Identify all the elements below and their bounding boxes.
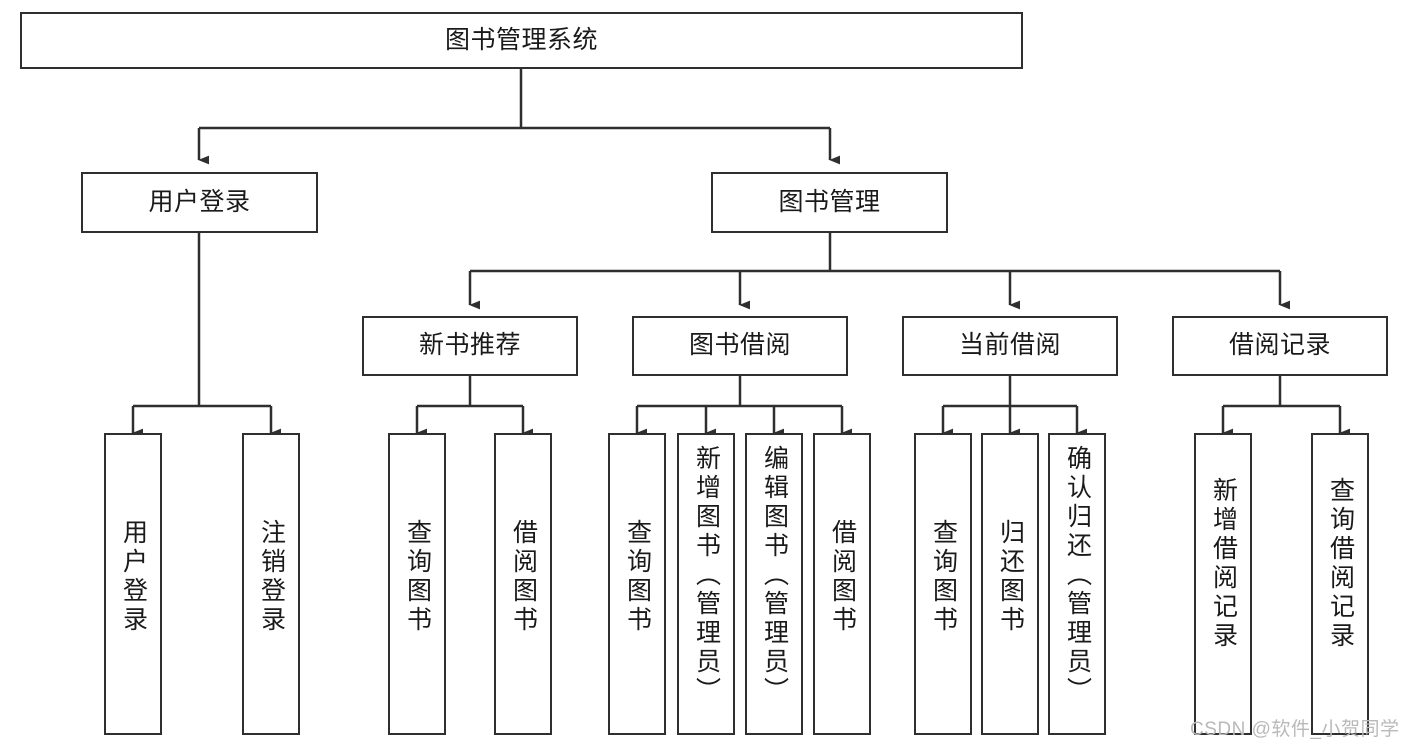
leaf-new-book-1-label: 查询图书 xyxy=(403,519,432,635)
leaf-user-login-2-label: 注销登录 xyxy=(257,519,286,635)
leaf-book-borrow-1-label: 查询图书 xyxy=(623,519,652,635)
leaf-book-borrow-2-label: 新增图书（管理员） xyxy=(692,445,721,706)
leaf-current-borrow-2-label: 归还图书 xyxy=(996,519,1025,635)
node-book-borrow[interactable]: 图书借阅 xyxy=(632,316,848,376)
node-book-manage[interactable]: 图书管理 xyxy=(711,172,948,233)
leaf-new-book-2[interactable]: 借阅图书 xyxy=(494,433,552,735)
leaf-book-borrow-2[interactable]: 新增图书（管理员） xyxy=(677,433,735,735)
leaf-new-book-2-label: 借阅图书 xyxy=(509,519,538,635)
node-current-borrow-label: 当前借阅 xyxy=(958,331,1061,360)
node-root[interactable]: 图书管理系统 xyxy=(20,12,1023,69)
node-book-manage-label: 图书管理 xyxy=(778,187,881,216)
leaf-borrow-record-1-label: 新增借阅记录 xyxy=(1209,477,1238,651)
node-new-book-recommend[interactable]: 新书推荐 xyxy=(362,316,578,376)
node-borrow-record[interactable]: 借阅记录 xyxy=(1172,316,1388,376)
leaf-current-borrow-3-label: 确认归还（管理员） xyxy=(1063,445,1092,706)
node-borrow-record-label: 借阅记录 xyxy=(1228,331,1331,360)
leaf-user-login-1[interactable]: 用户登录 xyxy=(104,433,162,735)
leaf-book-borrow-1[interactable]: 查询图书 xyxy=(608,433,666,735)
leaf-user-login-2[interactable]: 注销登录 xyxy=(242,433,300,735)
leaf-current-borrow-2[interactable]: 归还图书 xyxy=(981,433,1039,735)
leaf-borrow-record-2[interactable]: 查询借阅记录 xyxy=(1311,433,1369,735)
leaf-current-borrow-3[interactable]: 确认归还（管理员） xyxy=(1048,433,1106,735)
node-current-borrow[interactable]: 当前借阅 xyxy=(902,316,1118,376)
leaf-current-borrow-1-label: 查询图书 xyxy=(929,519,958,635)
leaf-book-borrow-3-label: 编辑图书（管理员） xyxy=(760,445,789,706)
leaf-book-borrow-4[interactable]: 借阅图书 xyxy=(813,433,871,735)
leaf-borrow-record-2-label: 查询借阅记录 xyxy=(1326,477,1355,651)
node-user-login[interactable]: 用户登录 xyxy=(81,172,318,233)
leaf-book-borrow-3[interactable]: 编辑图书（管理员） xyxy=(745,433,803,735)
leaf-borrow-record-1[interactable]: 新增借阅记录 xyxy=(1194,433,1252,735)
node-root-label: 图书管理系统 xyxy=(444,25,598,54)
node-book-borrow-label: 图书借阅 xyxy=(688,331,791,360)
leaf-current-borrow-1[interactable]: 查询图书 xyxy=(914,433,972,735)
leaf-book-borrow-4-label: 借阅图书 xyxy=(828,519,857,635)
node-new-book-recommend-label: 新书推荐 xyxy=(418,331,521,360)
node-user-login-label: 用户登录 xyxy=(148,187,251,216)
watermark-text: CSDN @软件_小贺同学 xyxy=(1190,719,1400,740)
leaf-new-book-1[interactable]: 查询图书 xyxy=(388,433,446,735)
leaf-user-login-1-label: 用户登录 xyxy=(119,519,148,635)
